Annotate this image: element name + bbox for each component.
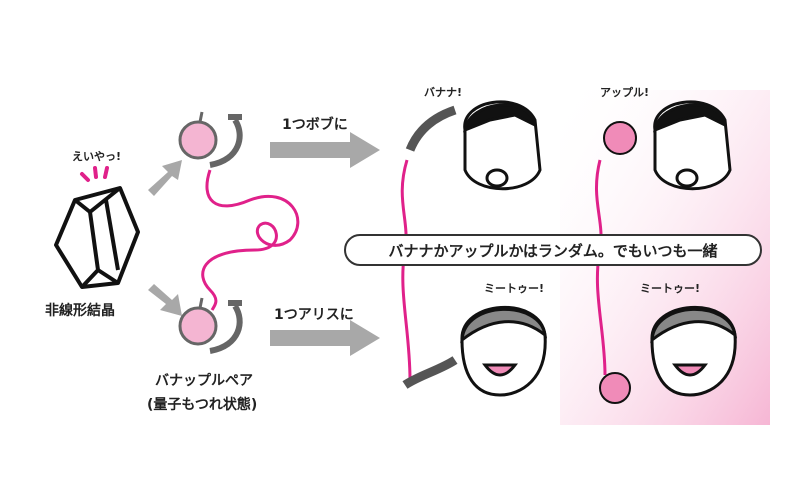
alice-face-left <box>460 305 548 397</box>
alice-right-speech: ミートゥー! <box>640 282 701 295</box>
apple-alice <box>599 372 631 404</box>
bob-left-speech: バナナ! <box>424 86 463 99</box>
banana-bunch-bob <box>405 105 457 152</box>
bob-face-left <box>463 100 542 191</box>
banana-bunch-alice <box>402 356 458 389</box>
crystal-icon <box>54 186 140 289</box>
pair-sublabel: (量子もつれ状態) <box>147 397 258 413</box>
caption-bubble: バナナかアップルかはランダム。でもいつも一緒 <box>344 234 762 266</box>
alice-face-right <box>650 305 738 397</box>
arrow-to-alice-icon <box>270 320 380 356</box>
exclaim-text: えいやっ! <box>72 150 122 163</box>
apple-banana-pair-bottom <box>178 297 243 354</box>
alice-left-speech: ミートゥー! <box>484 282 545 295</box>
apple-banana-pair-top <box>178 111 243 168</box>
bob-face-right <box>653 100 732 191</box>
apple-bob <box>603 121 637 155</box>
crystal-label: 非線形結晶 <box>45 303 115 319</box>
to-alice-label: 1つアリスに <box>274 307 354 323</box>
arrow-to-bob-icon <box>270 132 380 168</box>
pair-label: バナップルペア <box>155 373 253 389</box>
to-bob-label: 1つボブに <box>282 117 348 133</box>
impact-marks-icon <box>80 166 109 182</box>
arrow-up-right-icon <box>148 160 182 196</box>
arrow-down-right-icon <box>148 284 182 316</box>
bob-right-speech: アップル! <box>600 86 650 99</box>
